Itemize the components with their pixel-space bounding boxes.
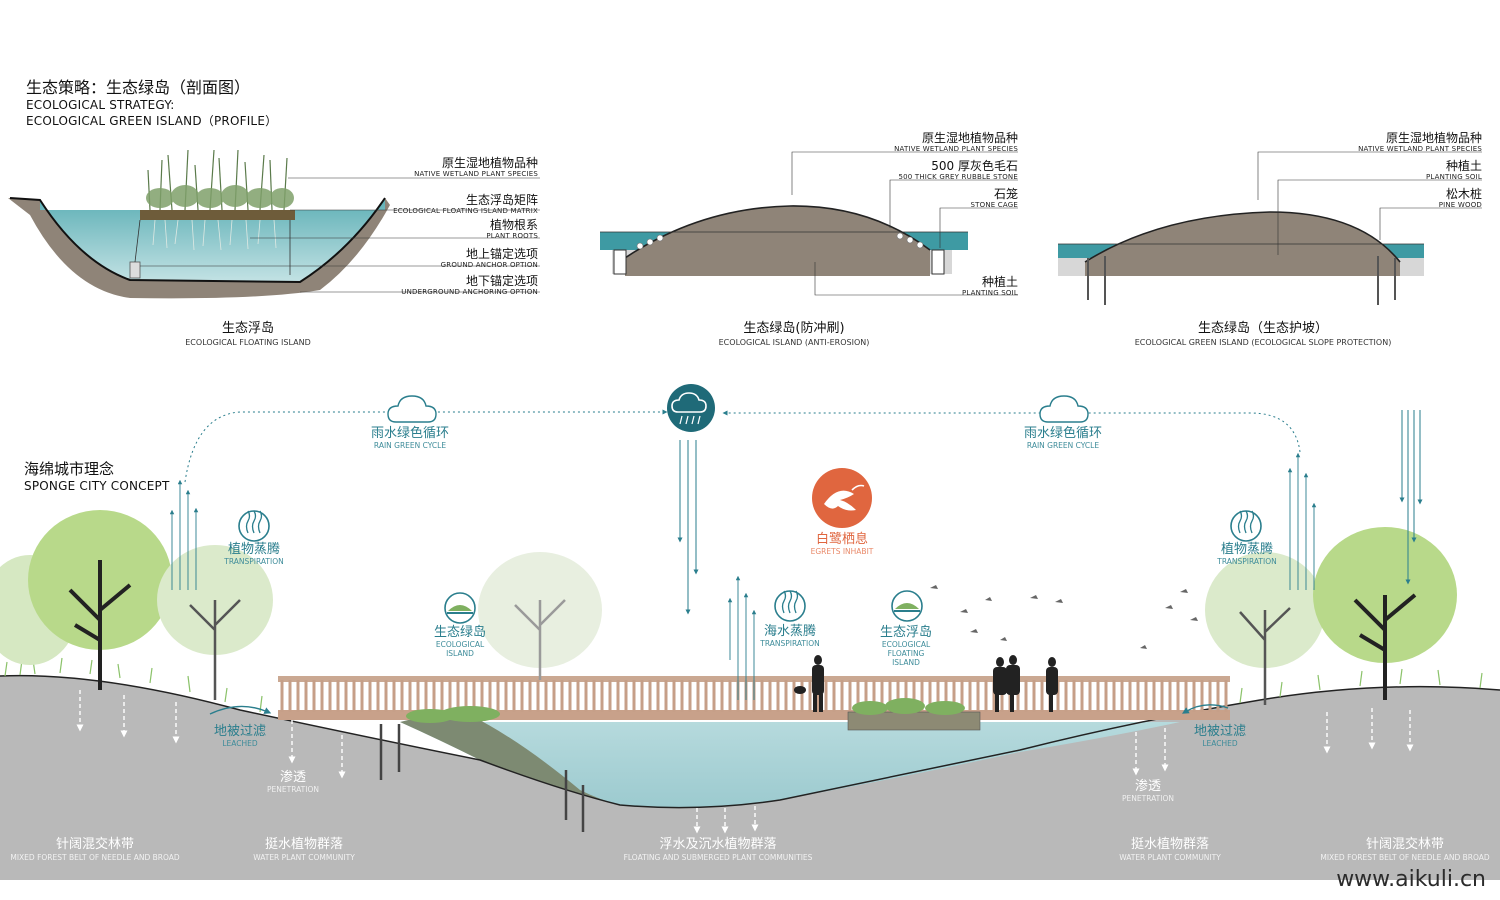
profile-floating-island <box>8 149 540 299</box>
profile-anti-erosion <box>600 151 1018 296</box>
profile2-caption: 生态绿岛(防冲刷)ECOLOGICAL ISLAND (ANTI-EROSION… <box>718 321 870 347</box>
sponge-title-block: 海绵城市理念 SPONGE CITY CONCEPT <box>24 458 170 493</box>
people-silhouettes <box>794 655 1058 712</box>
cloud-icon <box>1039 395 1089 423</box>
sponge-city-scene <box>0 655 1500 880</box>
steam-wave-icon <box>1230 510 1262 542</box>
rain-cloud-icon <box>667 384 715 432</box>
steam-wave-icon <box>238 510 270 542</box>
island-icon <box>444 592 476 624</box>
watermark: www.aikuli.cn <box>1336 867 1486 892</box>
birds <box>930 585 1198 649</box>
profile-slope-protection <box>1058 151 1482 305</box>
header-block: 生态策略：生态绿岛（剖面图） ECOLOGICAL STRATEGY: ECOL… <box>26 74 277 129</box>
trees <box>0 510 1457 705</box>
steam-wave-icon <box>774 590 806 622</box>
header-title-cn: 生态策略：生态绿岛（剖面图） <box>26 78 251 97</box>
sponge-title-cn: 海绵城市理念 <box>24 460 115 478</box>
island-icon <box>891 590 923 622</box>
egret-icon <box>812 468 872 528</box>
header-title-en2: ECOLOGICAL GREEN ISLAND（PROFILE） <box>26 114 278 128</box>
header-title-en1: ECOLOGICAL STRATEGY: <box>26 98 175 112</box>
sponge-title-en: SPONGE CITY CONCEPT <box>24 479 170 493</box>
cloud-icon <box>387 395 437 423</box>
profile3-caption: 生态绿岛（生态护坡）ECOLOGICAL GREEN ISLAND (ECOLO… <box>1134 321 1392 347</box>
